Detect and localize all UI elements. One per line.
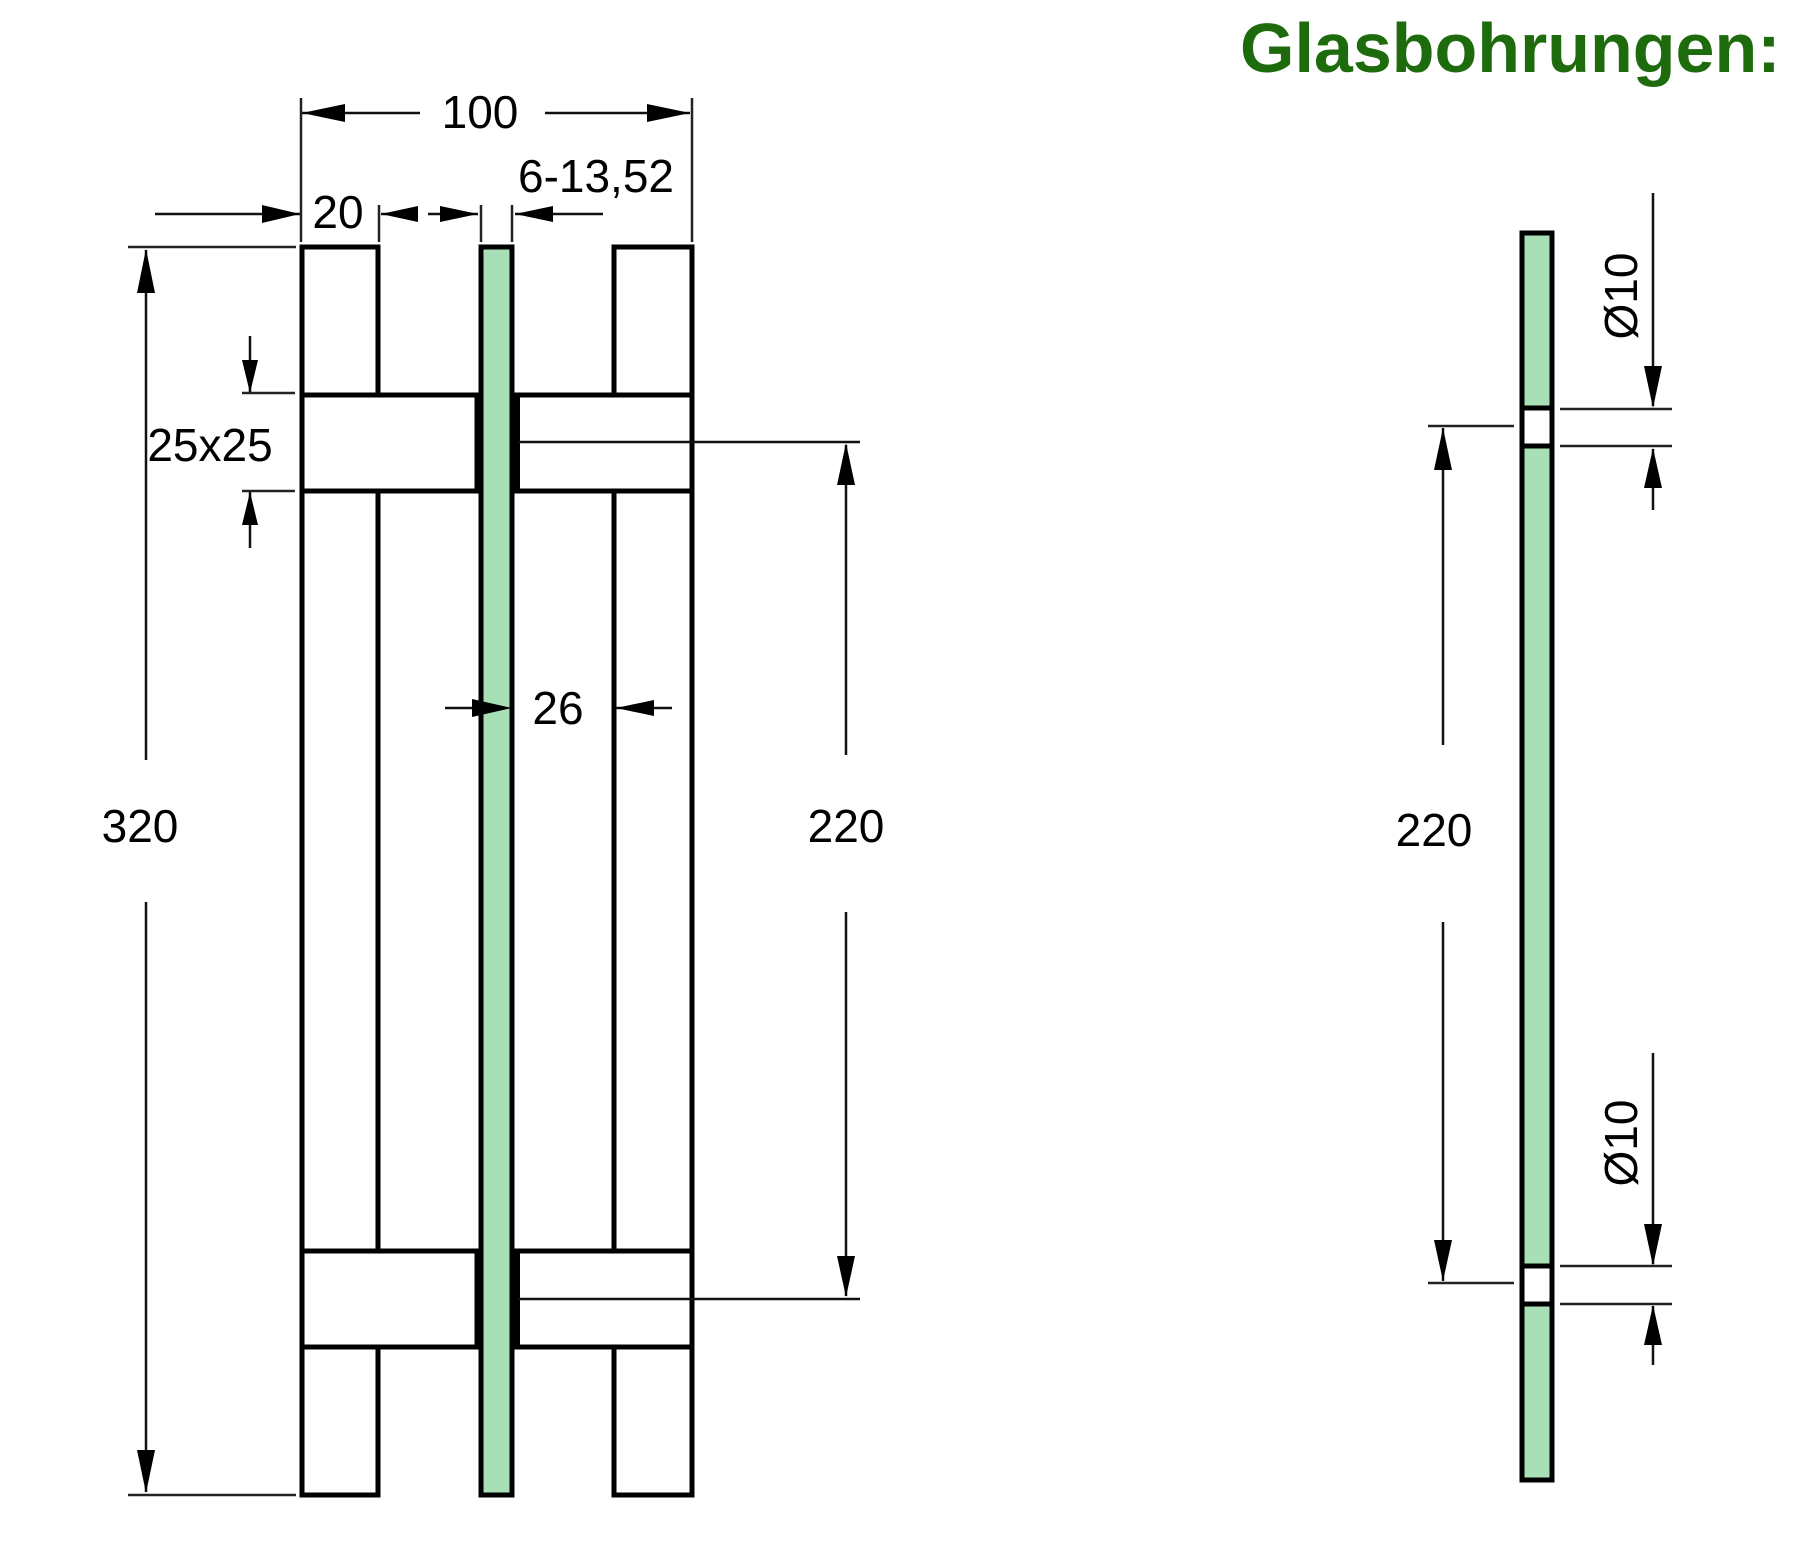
arrow-icon — [1644, 448, 1662, 488]
arrow-icon — [616, 700, 654, 716]
arrow-icon — [1434, 428, 1452, 470]
glass-pane — [478, 244, 515, 1498]
glass-view: 220 Ø10 Ø10 — [1396, 193, 1672, 1483]
glass-dim-hole-spacing: 220 — [1396, 804, 1473, 856]
glass-drilling-title: Glasbohrungen: — [1240, 9, 1781, 87]
arrow-icon — [837, 443, 855, 485]
right-top-washer — [511, 395, 520, 491]
dim-hole-spacing: 220 — [808, 800, 885, 852]
arrow-icon — [472, 699, 512, 717]
handle-view: 100 20 6-13,52 25x25 26 — [102, 86, 885, 1498]
arrow-icon — [137, 249, 155, 293]
dim-overall-length: 320 — [102, 800, 179, 852]
dim-inner-clearance: 26 — [532, 682, 583, 734]
arrow-icon — [647, 104, 690, 122]
glass-dim-top-hole-diameter: Ø10 — [1595, 253, 1647, 340]
arrow-icon — [440, 206, 478, 222]
arrow-icon — [262, 205, 300, 223]
left-bottom-standoff — [299, 1248, 480, 1350]
arrow-icon — [1644, 366, 1662, 408]
arrow-icon — [242, 492, 258, 525]
arrow-icon — [1644, 1305, 1662, 1345]
top-hole — [1519, 405, 1555, 449]
arrow-icon — [837, 1256, 855, 1297]
arrow-icon — [1434, 1240, 1452, 1281]
glass-dim-bottom-hole-diameter: Ø10 — [1595, 1100, 1647, 1187]
arrow-icon — [302, 104, 345, 122]
dim-glass-thickness: 6-13,52 — [518, 150, 674, 202]
dim-bar-width: 20 — [312, 186, 363, 238]
bottom-hole — [1519, 1263, 1555, 1307]
arrow-icon — [515, 206, 553, 222]
arrow-icon — [381, 206, 418, 222]
right-bottom-washer — [511, 1251, 520, 1347]
dim-standoff-size: 25x25 — [147, 419, 272, 471]
dim-overall-width: 100 — [442, 86, 519, 138]
arrow-icon — [242, 360, 258, 393]
arrow-icon — [137, 1450, 155, 1493]
left-top-standoff — [299, 392, 480, 494]
arrow-icon — [1644, 1224, 1662, 1266]
